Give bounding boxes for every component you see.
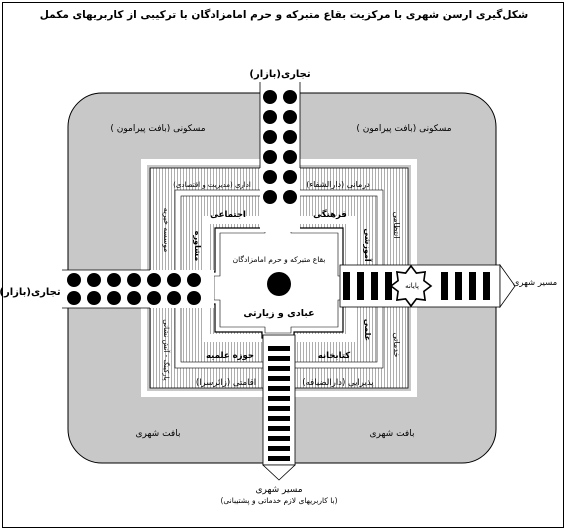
label-urban-fabric-bottom-left: بافت شهری (136, 429, 181, 439)
label-counseling: مشاوره (193, 231, 202, 261)
route-stripe (357, 272, 364, 300)
label-bazaar-top: تجاری(بازار) (249, 69, 310, 80)
terminal-star-icon (389, 264, 433, 308)
label-administrative: اداری (مدیریت و اقتصادی) (173, 181, 251, 189)
label-seminary: حوزه علمیه (206, 351, 254, 361)
label-scientific: علمی (363, 319, 372, 341)
label-social: اجتماعی (210, 210, 246, 220)
route-stripe (268, 376, 290, 381)
shop-dot (107, 273, 121, 287)
route-stripe (268, 456, 290, 461)
label-terminal: پایانه (405, 282, 419, 290)
route-stripe (268, 386, 290, 391)
route-stripe (268, 406, 290, 411)
shop-dot (127, 273, 141, 287)
shop-dot (263, 170, 277, 184)
route-stripe (483, 272, 490, 300)
right-route-arrow (499, 263, 516, 309)
label-bazaar-left: تجاری(بازار) (0, 287, 61, 298)
shrine-dome (267, 272, 291, 296)
shop-dot (263, 190, 277, 204)
label-urban-fabric-bottom-right: بافت شهری (370, 429, 415, 439)
route-stripe (268, 346, 290, 351)
shop-dot (167, 291, 181, 305)
shop-dot (263, 90, 277, 104)
shop-dot (107, 291, 121, 305)
shop-dot (67, 291, 81, 305)
bottom-route-arrow (261, 464, 297, 481)
route-stripe (268, 416, 290, 421)
shop-dot (263, 150, 277, 164)
label-medical: درمانی (دارالشفاء) (306, 180, 370, 189)
shop-dot (283, 90, 297, 104)
label-parking-firestation: پارکینگ - آتش نشانی (162, 319, 171, 380)
label-security: انتظامی (392, 212, 401, 239)
shop-dot (147, 273, 161, 287)
shop-dot (283, 150, 297, 164)
shop-dot (283, 190, 297, 204)
route-stripe (371, 272, 378, 300)
label-urban-route-right: مسیر شهری (513, 278, 557, 288)
route-stripe (268, 396, 290, 401)
label-charity: موسسه خیریه (162, 208, 171, 252)
route-stripe (268, 356, 290, 361)
bazaar-shops-left (67, 273, 201, 305)
route-stripe (455, 272, 462, 300)
shop-dot (187, 273, 201, 287)
label-urban-route-bottom-note: (با کاربریهای لازم خدماتی و پشتیبانی) (220, 496, 337, 505)
route-stripe (268, 426, 290, 431)
route-stripe (343, 272, 350, 300)
label-lodging: اقامتی (زائرسرا) (196, 378, 256, 388)
label-library: کتابخانه (318, 351, 351, 361)
bazaar-shops-top (263, 90, 297, 204)
right-route-stripes (343, 272, 490, 300)
shop-dot (167, 273, 181, 287)
shop-dot (67, 273, 81, 287)
label-shrine: بقاع متبرکه و حرم امامزادگان (233, 255, 326, 264)
label-worship: عبادی و زیارتی (243, 308, 314, 319)
route-stripe (441, 272, 448, 300)
shop-dot (87, 291, 101, 305)
shop-dot (283, 110, 297, 124)
route-stripe (268, 446, 290, 451)
shop-dot (127, 291, 141, 305)
shop-dot (87, 273, 101, 287)
shop-dot (187, 291, 201, 305)
label-hospitality: پذیرایی (دارالضیافه) (302, 378, 374, 388)
route-stripe (268, 436, 290, 441)
bottom-route-stripes (268, 346, 290, 461)
label-cultural: فرهنگی (313, 209, 347, 220)
shop-dot (283, 130, 297, 144)
shop-dot (147, 291, 161, 305)
figure-title: شکل‌گیری ارسن شهری با مرکزیت بقاع متبرکه… (39, 9, 529, 21)
shop-dot (263, 110, 277, 124)
label-urban-route-bottom: مسیر شهری (255, 485, 302, 495)
label-residential-top-right: مسکونی (بافت پیرامون ) (356, 124, 451, 134)
shop-dot (283, 170, 297, 184)
route-stripe (385, 272, 392, 300)
label-educational: آموزشی (363, 228, 373, 262)
route-stripe (268, 366, 290, 371)
shop-dot (263, 130, 277, 144)
label-residential-top-left: مسکونی (بافت پیرامون ) (110, 124, 205, 134)
route-stripe (469, 272, 476, 300)
label-services: خدماتی (392, 333, 401, 358)
